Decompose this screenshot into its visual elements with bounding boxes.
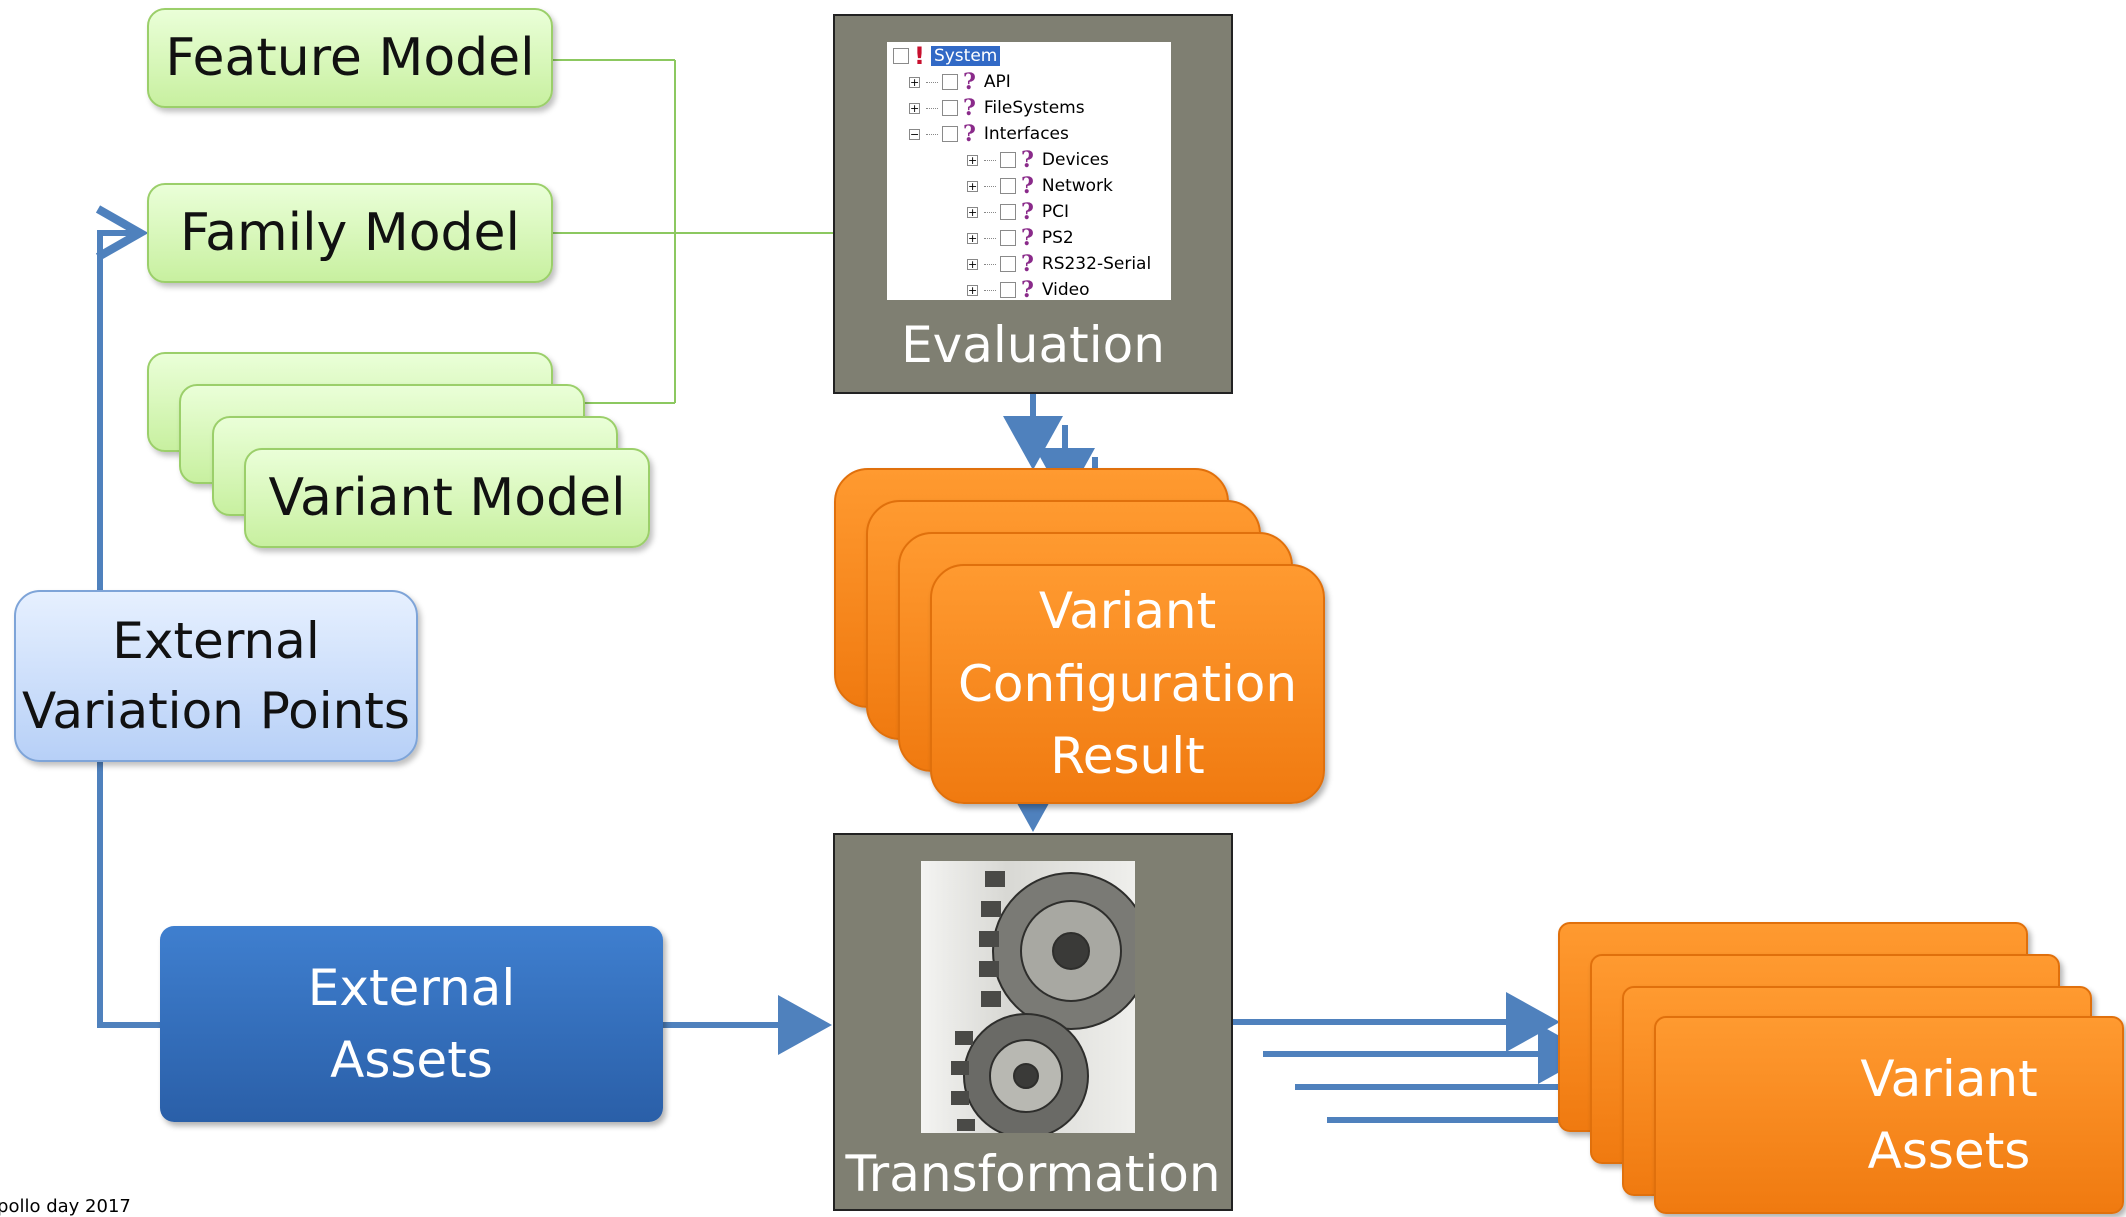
expand-icon[interactable]: + (967, 283, 978, 297)
transformation-panel: Transformation (833, 833, 1233, 1211)
checkbox-icon[interactable] (942, 100, 958, 116)
question-icon: ? (1021, 173, 1034, 199)
checkbox-icon[interactable] (1000, 256, 1016, 272)
tree-row-video[interactable]: + ? Video (967, 277, 1090, 300)
feature-model-box: Feature Model (147, 8, 553, 108)
variant-assets-box: Variant Assets (1654, 1016, 2124, 1214)
external-assets-box: External Assets (160, 926, 663, 1122)
expand-icon[interactable]: + (967, 153, 978, 167)
expand-icon[interactable]: + (967, 231, 978, 245)
variant-model-box: Variant Model (244, 448, 650, 548)
tree-line (926, 133, 938, 135)
tree-item-label: Devices (1041, 150, 1109, 170)
tree-line (984, 159, 996, 161)
tree-line (984, 185, 996, 187)
variant-assets-line1: Variant (1860, 1049, 2038, 1108)
question-icon: ? (1021, 277, 1034, 300)
tree-item-label: PS2 (1041, 228, 1074, 248)
evaluation-label: Evaluation (901, 316, 1165, 374)
tree-item-label: FileSystems (983, 98, 1085, 118)
question-icon: ? (963, 121, 976, 147)
tree-item-label: PCI (1041, 202, 1070, 222)
expand-icon[interactable]: + (967, 257, 978, 271)
tree-row-devices[interactable]: + ? Devices (967, 147, 1109, 173)
tree-item-label: Video (1041, 280, 1090, 300)
expand-icon[interactable]: + (967, 205, 978, 219)
question-icon: ? (1021, 225, 1034, 251)
checkbox-icon[interactable] (942, 126, 958, 142)
external-assets-line1: External (307, 958, 516, 1017)
tree-line (926, 107, 938, 109)
checkbox-icon[interactable] (942, 74, 958, 90)
variant-model-label: Variant Model (268, 468, 626, 528)
expand-icon[interactable]: + (967, 179, 978, 193)
feature-tree[interactable]: ! System + ? API + ? FileSystems − ? Int… (887, 42, 1171, 300)
result-line2: Configuration (957, 654, 1298, 713)
external-assets-line2: Assets (330, 1031, 493, 1089)
result-line1: Variant (1038, 582, 1217, 641)
models-connector (553, 59, 835, 404)
tree-item-label: Interfaces (983, 124, 1069, 144)
question-icon: ? (1021, 147, 1034, 173)
tree-line (926, 81, 938, 83)
tree-item-label: RS232-Serial (1041, 254, 1152, 274)
tree-row-rs232[interactable]: + ? RS232-Serial (967, 251, 1152, 277)
variant-assets-line2: Assets (1867, 1122, 2031, 1180)
expand-icon[interactable]: + (909, 75, 920, 89)
expand-icon[interactable]: + (909, 101, 920, 115)
checkbox-icon[interactable] (893, 48, 909, 64)
tree-line (984, 289, 996, 291)
tree-row-filesystems[interactable]: + ? FileSystems (909, 95, 1085, 121)
variant-configuration-result-box: Variant Configuration Result (930, 564, 1325, 804)
tree-row-network[interactable]: + ? Network (967, 173, 1113, 199)
checkbox-icon[interactable] (1000, 178, 1016, 194)
tree-line (984, 211, 996, 213)
tree-row-pci[interactable]: + ? PCI (967, 199, 1070, 225)
checkbox-icon[interactable] (1000, 152, 1016, 168)
result-line3: Result (1050, 727, 1205, 786)
collapse-icon[interactable]: − (909, 127, 920, 141)
family-model-label: Family Model (180, 203, 520, 263)
external-vp-line1: External (112, 612, 320, 670)
tree-line (984, 237, 996, 239)
checkbox-icon[interactable] (1000, 282, 1016, 298)
evaluation-panel: ! System + ? API + ? FileSystems − ? Int… (833, 14, 1233, 394)
external-variation-points-box: External Variation Points (14, 590, 418, 762)
family-model-box: Family Model (147, 183, 553, 283)
tree-row-ps2[interactable]: + ? PS2 (967, 225, 1074, 251)
external-vp-line2: Variation Points (22, 682, 410, 740)
tree-row-root[interactable]: ! System (893, 42, 1001, 70)
tree-row-api[interactable]: + ? API (909, 69, 1011, 95)
tree-item-label: Network (1041, 176, 1113, 196)
question-icon: ? (1021, 251, 1034, 277)
gears-icon (921, 861, 1135, 1133)
tree-line (984, 263, 996, 265)
tree-root-label: System (930, 46, 1001, 66)
tree-item-label: API (983, 72, 1011, 92)
feature-model-label: Feature Model (165, 28, 535, 88)
question-icon: ? (963, 69, 976, 95)
tree-row-interfaces[interactable]: − ? Interfaces (909, 121, 1069, 147)
footer-text: apollo day 2017 (0, 1196, 131, 1217)
transformation-label: Transformation (845, 1145, 1221, 1203)
question-icon: ? (963, 95, 976, 121)
question-icon: ? (1021, 199, 1034, 225)
exclamation-icon: ! (914, 42, 925, 70)
checkbox-icon[interactable] (1000, 230, 1016, 246)
checkbox-icon[interactable] (1000, 204, 1016, 220)
